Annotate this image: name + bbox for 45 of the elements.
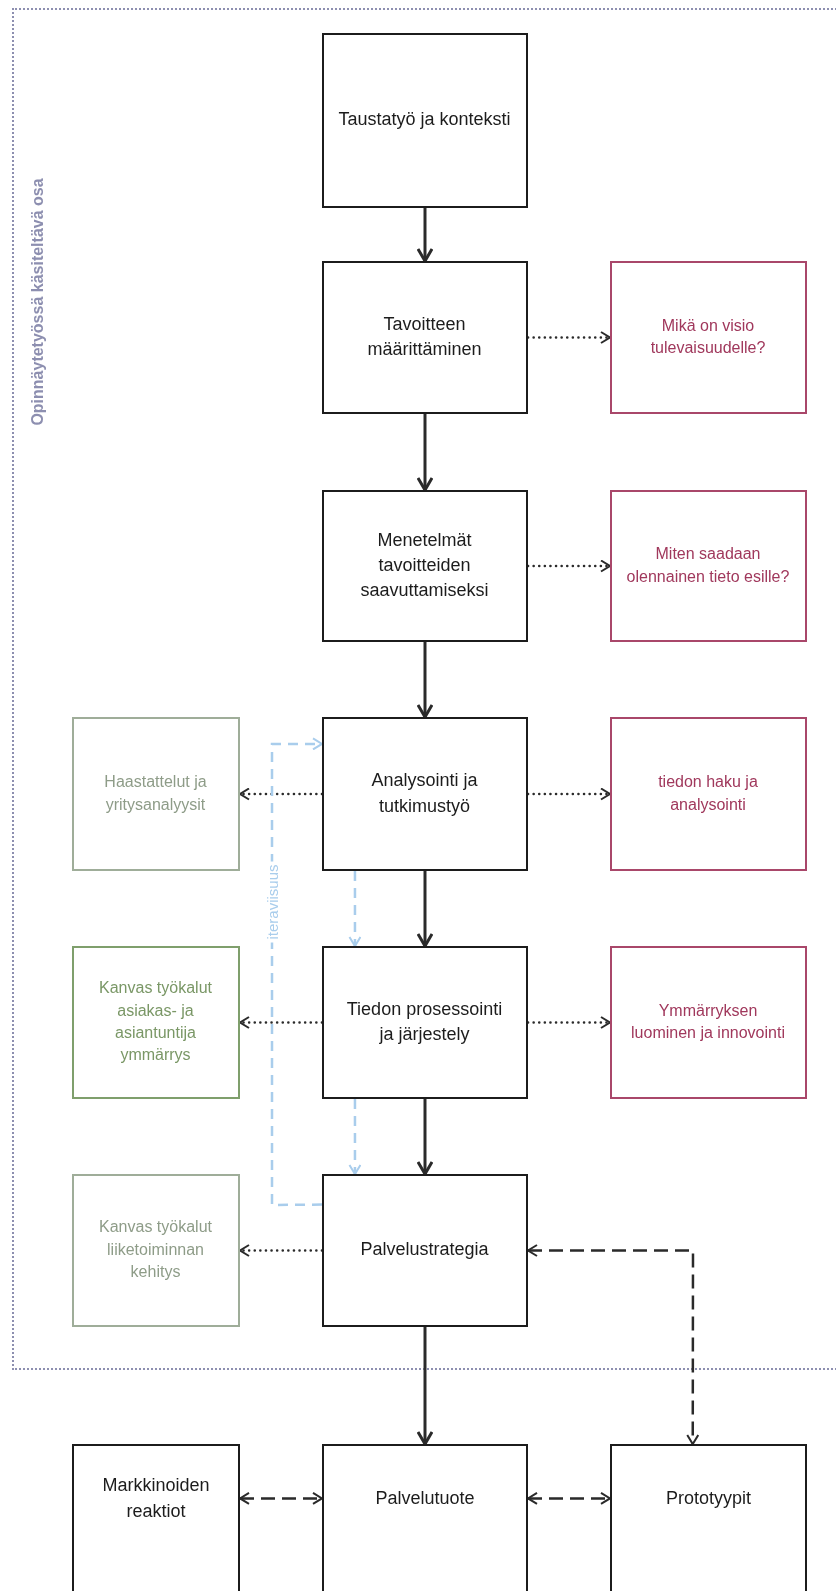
process-box [321,716,528,871]
process-box [72,1444,240,1591]
question-box [609,489,807,642]
box-label: Mikä on visio tulevaisuudelle? [649,315,767,358]
question-box [609,945,807,1099]
question-box [609,716,807,871]
arrow [416,642,434,719]
arrow [416,1099,434,1176]
process-box [321,1173,528,1327]
question-box [609,260,807,414]
box-label: Ymmärryksen luominen ja innovointi [630,1000,786,1043]
box-label: Kanvas työkalut liiketoiminnan kehitys [98,1217,213,1283]
box-label: Markkinoiden reaktiot [101,1474,211,1523]
process-box [321,260,528,414]
arrow [416,208,434,263]
dashed-arrow [527,1491,611,1505]
tool-box [71,1173,240,1327]
arrow [416,1327,434,1446]
scope-region [12,8,836,1370]
box-label: Palvelustrategia [360,1238,489,1262]
region-label: Opinnäytetyössä käsiteltävä osa [29,178,47,426]
box-label: Palvelutuote [375,1486,475,1510]
box-label: Kanvas työkalut asiakas- ja asiantuntija ymmärrys [98,978,213,1066]
tool-box [71,945,240,1099]
process-box [610,1444,807,1591]
box-label: Prototyypit [665,1486,751,1510]
process-box [321,489,528,642]
process-box [321,32,528,208]
tool-box [71,716,240,871]
box-label: Tavoitteen määrittäminen [366,312,483,361]
box-label: Miten saadaan olennainen tieto esille? [625,544,791,587]
process-box [322,1444,528,1591]
box-label: Taustatyö ja konteksti [338,108,511,132]
dashed-arrow [348,871,362,947]
box-label: tiedon haku ja analysointi [657,772,759,815]
dashed-arrow [239,1491,323,1505]
dashed-arrow [348,1099,362,1175]
box-label: Analysointi ja tutkimustyö [370,769,479,818]
box-label: Tiedon prosessointi ja järjestely [345,997,504,1046]
box-label: Menetelmät tavoitteiden saavuttamiseksi [359,528,490,603]
dashed-arrow [527,1244,700,1445]
box-label: Haastattelut ja yritysanalyysit [103,772,208,815]
arrow [416,414,434,492]
arrow [416,871,434,948]
process-box [321,945,528,1099]
